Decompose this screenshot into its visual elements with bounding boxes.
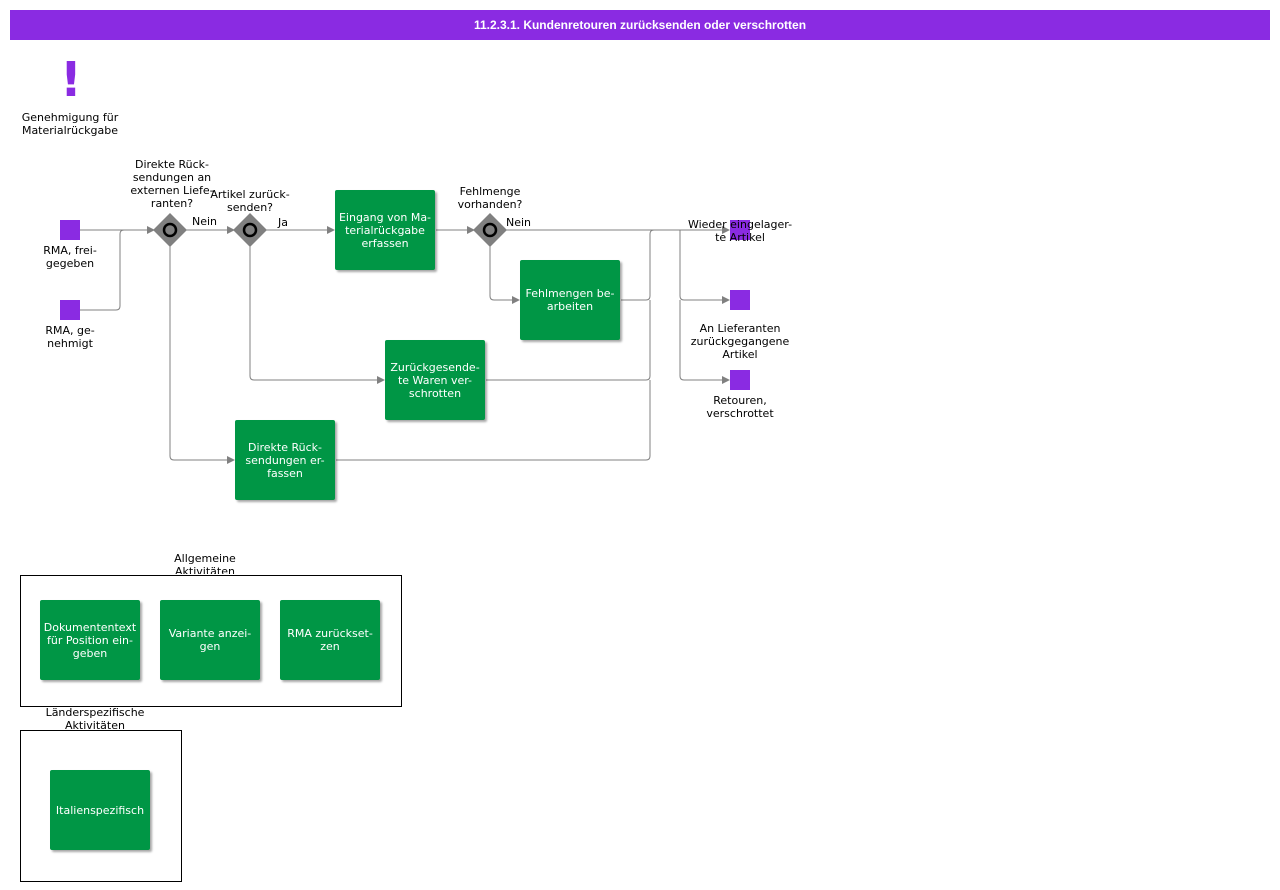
flow-to-lieferanten [679,230,730,304]
end-event-retouren[interactable] [730,370,750,390]
flow-gateway1-to-direkte [169,246,235,464]
flow-rma-genehmigt-merge [80,229,125,311]
end-event-wieder-eingelagert[interactable] [730,220,750,240]
group-allgemein-label: Allgemeine Aktivitäten [174,552,236,574]
flow-fehlmengen-merge [621,229,655,301]
end-event-lieferanten-label: An Lieferanten zurückgegangene Artikel [690,322,790,361]
group-land-label: Länderspezifische Aktivitäten [45,706,145,729]
group-land-frame [20,730,182,882]
end-event-lieferanten[interactable] [730,290,750,310]
gateway3-nein-label: Nein [506,216,532,229]
task-waren-verschrotten[interactable]: Zurückgesende- te Waren ver- schrotten [385,340,485,420]
task-italienspezifisch[interactable]: Italienspezifisch [50,770,150,850]
gateway1-nein-label: Nein [192,215,218,228]
group-allgemein-frame [20,575,402,707]
flow-gateway2-to-verschrotten [249,246,385,384]
task-eingang-erfassen[interactable]: Eingang von Ma- terialrückgabe erfassen [335,190,435,270]
gateway1-question: Direkte Rück- sendungen an externen Lief… [130,158,214,210]
task-rma-zuruecksetzen[interactable]: RMA zurückset- zen [280,600,380,680]
flow-verschrotten-merge [486,300,651,381]
gateway2-ja-label: Ja [278,216,288,229]
end-event-retouren-label: Retouren, verschrottet [706,394,774,420]
task-dokumententext[interactable]: Dokumententext für Position ein- geben [40,600,140,680]
trigger-label: Genehmigung für Materialrückgabe [21,111,119,137]
start-event-rma-genehmigt[interactable] [60,300,80,320]
task-direkte-ruecksendungen[interactable]: Direkte Rück- sendungen er- fassen [235,420,335,500]
start-event-rma-genehmigt-label: RMA, ge- nehmigt [45,324,95,350]
diagram-title: 11.2.3.1. Kundenretouren zurücksenden od… [10,10,1270,40]
exclamation-icon: ! [60,52,82,108]
start-event-rma-freigegeben-label: RMA, frei- gegeben [43,244,97,270]
gateway2-question: Artikel zurück- senden? [210,188,290,214]
flow-direkte-merge [336,380,651,461]
start-event-rma-freigegeben[interactable] [60,220,80,240]
gateway-1 [153,213,187,247]
task-fehlmengen-bearbeiten[interactable]: Fehlmengen be- arbeiten [520,260,620,340]
end-event-wieder-eingelagert-label: Wieder eingelager- te Artikel [687,218,793,244]
gateway3-question: Fehlmenge vorhanden? [457,185,523,211]
gateway-3 [473,213,507,247]
flow-to-retouren [679,300,730,384]
flow-gateway3-to-fehlmengen [489,246,520,304]
task-variante-anzeigen[interactable]: Variante anzei- gen [160,600,260,680]
gateway-2 [233,213,267,247]
